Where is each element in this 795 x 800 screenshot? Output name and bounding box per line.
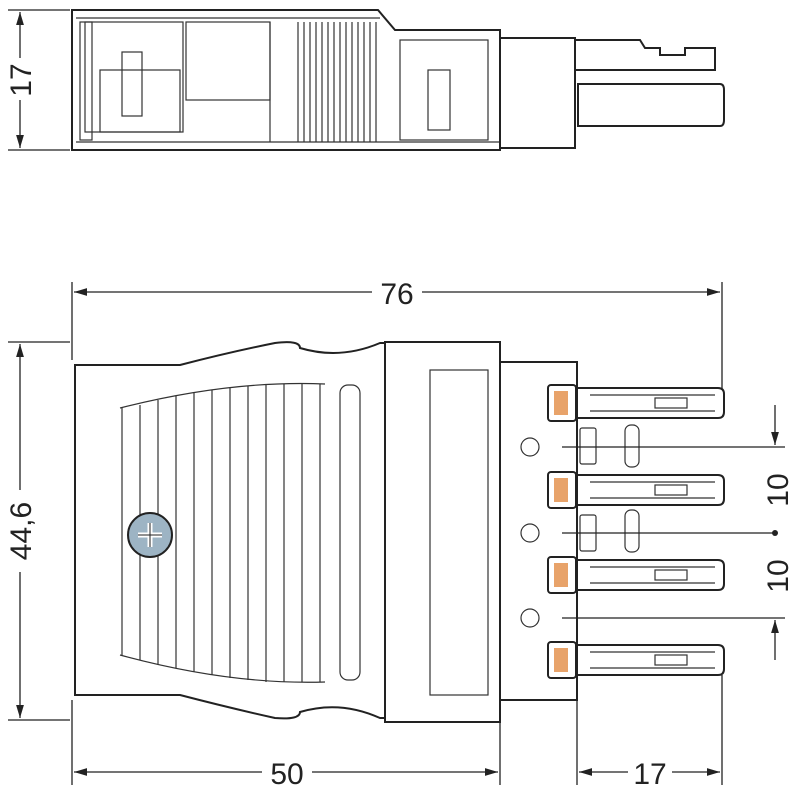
latch-top-right [427, 69, 451, 131]
dim-pitch-2: 10 [762, 559, 795, 592]
terminal-2 [547, 471, 725, 509]
terminal-4 [547, 641, 725, 679]
screw-icon [127, 512, 173, 558]
front-housing [384, 341, 501, 723]
terminal-1 [547, 384, 725, 422]
terminals [547, 384, 725, 679]
terminal-3 [547, 556, 725, 594]
dim-top-height: 17 [5, 63, 38, 96]
dim-overall-length: 76 [380, 278, 413, 311]
latch-top-left [121, 51, 143, 117]
grip-ribs [119, 382, 326, 683]
dim-height: 44,6 [5, 502, 38, 560]
front-view: 10 10 76 44,6 50 17 [5, 275, 795, 791]
dim-pin-length: 17 [633, 758, 666, 791]
grip-ribs-top [297, 22, 377, 142]
top-view: 17 [5, 9, 725, 151]
dim-body-length: 50 [270, 758, 303, 791]
dim-pitch-1: 10 [762, 473, 795, 506]
pin-centers [520, 405, 785, 660]
